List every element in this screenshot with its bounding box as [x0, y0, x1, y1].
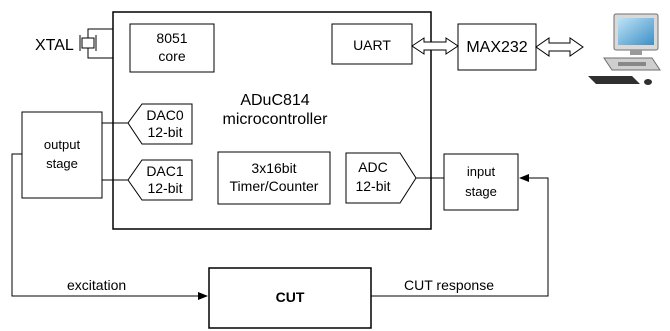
output-stage-label-line2: stage — [46, 156, 78, 171]
cut-label: CUT — [275, 289, 305, 305]
input-stage-label-line2: stage — [465, 184, 497, 199]
max232-computer-arrow — [535, 37, 584, 57]
input-stage-label-line1: input — [466, 164, 496, 179]
core-label-line1: 8051 — [156, 30, 188, 46]
crystal-oscillator-icon — [79, 28, 113, 59]
cut-response-wire — [371, 174, 549, 297]
dac1-label-line1: DAC1 — [146, 163, 184, 179]
uart-max232-arrow — [411, 37, 459, 55]
adc-label-line2: 12-bit — [355, 178, 391, 194]
adc-shape — [345, 152, 417, 204]
core-box — [129, 23, 215, 73]
desktop-computer-icon — [588, 13, 661, 85]
xtal-label: XTAL — [35, 37, 74, 54]
cut-response-label: CUT response — [404, 277, 495, 293]
timer-label-line1: 3x16bit — [251, 160, 297, 176]
timer-box — [217, 151, 331, 205]
mcu-label-line1: ADuC814 — [240, 92, 310, 109]
output-stage-label-line1: output — [43, 137, 81, 152]
uart-label: UART — [353, 37, 391, 53]
dac1-label-line2: 12-bit — [147, 180, 183, 196]
core-label-line2: core — [158, 48, 186, 64]
max232-label: MAX232 — [466, 39, 528, 56]
dac0-label-line1: DAC0 — [146, 107, 184, 123]
adc-label-line1: ADC — [358, 159, 388, 175]
timer-label-line2: Timer/Counter — [229, 178, 319, 194]
excitation-label: excitation — [67, 277, 127, 293]
dac0-label-line2: 12-bit — [147, 124, 183, 140]
cut-box — [208, 267, 372, 329]
excitation-wire — [11, 153, 208, 300]
mcu-label-line2: microcontroller — [222, 111, 328, 128]
output-stage-box — [21, 111, 103, 199]
dac0-shape — [127, 103, 193, 145]
input-stage-box — [443, 153, 519, 211]
uart-box — [331, 23, 413, 65]
dac1-shape — [127, 159, 193, 201]
